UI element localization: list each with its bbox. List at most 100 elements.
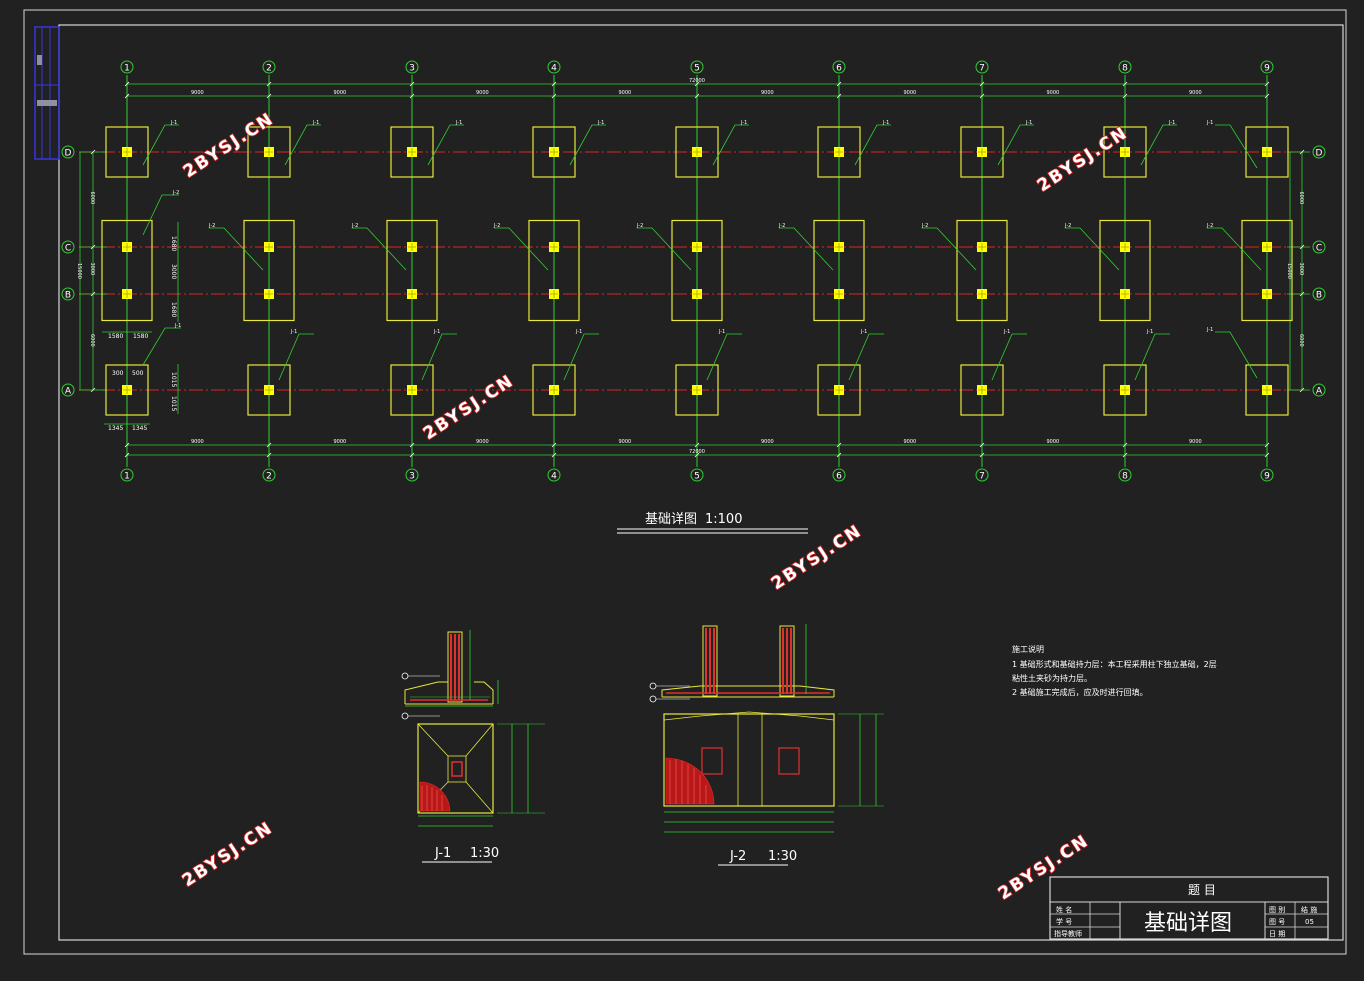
row-dim: 6000: [1298, 192, 1304, 205]
grid-lines-vertical: [126, 75, 1268, 467]
footing-j1: [390, 364, 434, 416]
column-axis-bubble: [405, 468, 419, 482]
leader-line: [569, 124, 606, 166]
column-axis-label: 8: [1122, 472, 1128, 482]
leader-line: [706, 333, 742, 381]
footing-j1: [675, 126, 719, 178]
leader-line: [494, 227, 549, 271]
watermark-4: 2BYSJ.CN: [768, 521, 866, 594]
footing-j2: [101, 219, 153, 322]
bay-dim: 9000: [619, 90, 632, 96]
column-axis-bubble: [120, 60, 134, 74]
footing-tag: J-1: [718, 329, 725, 335]
footing-tag: J-1: [433, 329, 440, 335]
row-axis-label: B: [1316, 291, 1322, 301]
leader-line: [991, 333, 1027, 381]
bay-dim: 9000: [761, 439, 774, 445]
total-dim: 72000: [689, 449, 705, 455]
footing-tag: J-1: [1168, 120, 1175, 126]
column-axis-bubble: [405, 60, 419, 74]
footing-tag: J-1: [174, 323, 181, 329]
column-axis-label: 7: [979, 472, 985, 482]
footing-j2: [813, 219, 865, 322]
column-axis-bubble: [832, 468, 846, 482]
column-axis-bubble: [547, 60, 561, 74]
title-block-label-category: 图 别: [1269, 905, 1285, 914]
row-dim: 3000: [89, 263, 95, 276]
footing-tag: J-2: [1206, 223, 1213, 229]
dim-cb-c: 1680: [170, 302, 177, 317]
row-dim: 3000: [1298, 263, 1304, 276]
footing-j2: [386, 219, 438, 322]
bay-dim: 9000: [904, 90, 917, 96]
footing-j1: [960, 364, 1004, 416]
watermark-2: 2BYSJ.CN: [1034, 123, 1132, 196]
footing-tag: J-2: [921, 223, 928, 229]
row-axis-label: D: [65, 149, 72, 159]
bay-dim: 9000: [619, 439, 632, 445]
detail2-scale: 1:30: [768, 849, 797, 864]
footing-dimensions: 1680 3000 1680 1580 1580 300 500 1015 10…: [102, 222, 179, 432]
footing-j2: [1099, 219, 1151, 322]
plan-title-block: 基础详图 1:100: [617, 512, 808, 534]
leader-line: [209, 227, 264, 271]
row-axis-bubble: [1312, 145, 1326, 159]
dim-cb-b: 3000: [170, 264, 177, 279]
plan-title: 基础详图: [645, 512, 697, 527]
row-total-dim: 15000: [1286, 263, 1292, 279]
footing-j1: [675, 364, 719, 416]
leader-line: [284, 124, 321, 166]
leader-line: [637, 227, 692, 271]
leader-line: [1065, 227, 1120, 271]
footing-tag: J-1: [740, 120, 747, 126]
row-axis-label: A: [65, 387, 72, 397]
bay-dim: 9000: [191, 90, 204, 96]
column-axis-label: 8: [1122, 64, 1128, 74]
inner-frame: [58, 24, 1344, 941]
column-axis-label: 6: [836, 472, 842, 482]
column-axis-bubble: [1118, 468, 1132, 482]
footing-j1: [1103, 126, 1147, 178]
row-dim: 6000: [1298, 334, 1304, 347]
bay-dim: 9000: [1047, 439, 1060, 445]
bay-dim: 9000: [334, 90, 347, 96]
column-axis-bubble: [1260, 468, 1274, 482]
row-axis-bubble: [1312, 240, 1326, 254]
bay-dim: 9000: [1189, 90, 1202, 96]
column-axis-label: 1: [124, 472, 130, 482]
footing-tag: J-1: [1206, 327, 1213, 333]
watermark-5: 2BYSJ.CN: [179, 818, 277, 891]
leader-line: [142, 124, 179, 166]
leader-line: [1140, 124, 1177, 166]
notes-line-2: 粘性土夹砂为持力层。: [1012, 673, 1092, 683]
column-axis-bubble: [1118, 60, 1132, 74]
title-block-value-category: 结 施: [1301, 905, 1317, 914]
footing-tag: J-2: [1064, 223, 1071, 229]
dim-cb-a: 1680: [170, 236, 177, 251]
dim-width-b: 1580: [133, 333, 148, 340]
footing-j1: [247, 364, 291, 416]
footing-j1: [960, 126, 1004, 178]
footing-j2: [1241, 219, 1293, 322]
leader-line: [278, 333, 314, 381]
footing-j2: [243, 219, 295, 322]
footing-tag: J-1: [290, 329, 297, 335]
leader-line: [421, 333, 457, 381]
column-axis-bubble: [262, 468, 276, 482]
notes-line-1: 1 基础形式和基础持力层：本工程采用柱下独立基础，2层: [1012, 659, 1217, 669]
footing-tag: J-2: [778, 223, 785, 229]
footing-tag: J-1: [575, 329, 582, 335]
footing-j2: [528, 219, 580, 322]
binding-strip: [34, 26, 60, 160]
title-block-drawing-name: 基础详图: [1144, 911, 1232, 936]
footing-tag: J-1: [1146, 329, 1153, 335]
leader-line: [854, 124, 891, 166]
plan-scale: 1:100: [705, 512, 742, 527]
dim-a-top-b: 500: [132, 370, 144, 377]
detail-j1: J-1 1:30: [401, 630, 545, 863]
leader-line: [142, 327, 181, 366]
footing-tag: J-1: [882, 120, 889, 126]
column-axis-label: 2: [266, 64, 272, 74]
